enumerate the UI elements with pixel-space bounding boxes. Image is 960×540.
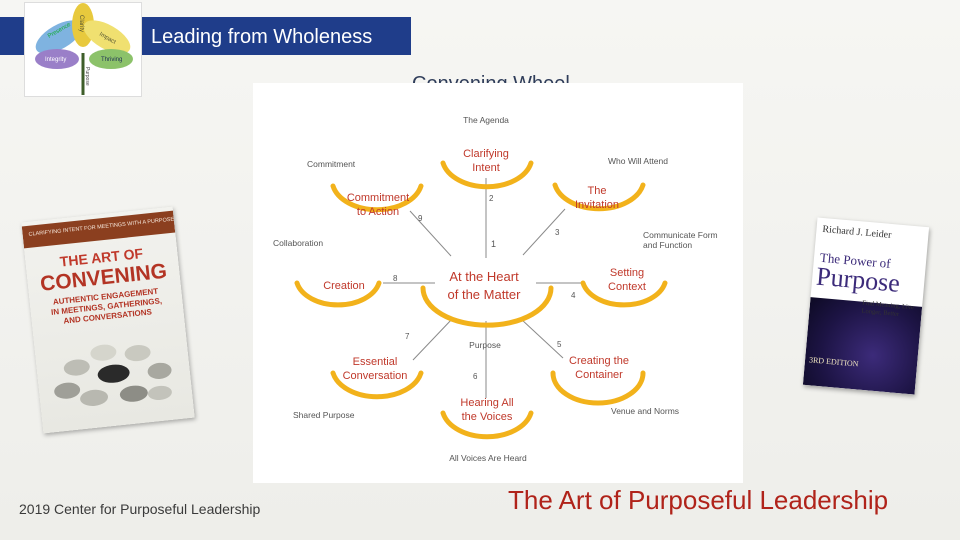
book-power-of-purpose: Richard J. Leider The Power of Purpose F… [802,217,930,395]
wheel-arcs [294,160,668,440]
label-agenda: The Agenda [463,115,509,125]
node-number: 5 [557,340,562,349]
label-commitment: Commitment [307,159,356,169]
logo-petal-label: Thriving [101,57,122,63]
node-container-line2: Container [575,369,623,381]
node-commitment-line1: Commitment [347,192,409,204]
node-clarifying-intent-line2: Intent [472,162,500,174]
label-communicate-1: Communicate Form [643,230,718,240]
stones-circle-icon [54,344,172,406]
book-author: Richard J. Leider [822,223,892,241]
node-voices-line2: the Voices [462,411,513,423]
node-voices-line1: Hearing All [460,397,513,409]
node-container-line1: Creating the [569,355,629,367]
node-number: 6 [473,372,478,381]
node-essential-line2: Conversation [343,370,408,382]
wheel-spokes [383,178,583,398]
logo-petal-label: Clarity [78,15,84,32]
node-number: 4 [571,291,576,300]
logo: Presence Clarity Impact Integrity Thrivi… [24,2,142,97]
header-title: Leading from Wholeness [151,26,373,48]
book-band-text: CLARIFYING INTENT FOR MEETINGS WITH A PU… [28,213,195,238]
node-number: 7 [405,332,410,341]
book-art-of-convening: CLARIFYING INTENT FOR MEETINGS WITH A PU… [21,206,195,434]
logo-stem-label: Purpose [84,67,90,86]
node-clarifying-intent-line1: Clarifying [463,148,509,160]
center-number: 1 [491,239,496,249]
label-venue: Venue and Norms [611,406,679,416]
label-communicate-2: and Function [643,240,692,250]
node-number: 3 [555,228,560,237]
node-creation-line1: Creation [323,280,365,292]
footer-slide-title: The Art of Purposeful Leadership [508,485,889,515]
node-number: 8 [393,274,398,283]
label-collaboration: Collaboration [273,238,323,248]
node-setting-context-line1: Setting [610,267,644,279]
book-title-line2: Purpose [815,261,902,298]
node-setting-context-line2: Context [608,281,646,293]
logo-flower-icon: Presence Clarity Impact Integrity Thrivi… [35,3,133,95]
node-essential-line1: Essential [353,356,398,368]
node-invitation-line1: The [588,185,607,197]
label-attend: Who Will Attend [608,156,668,166]
logo-petal-label: Integrity [45,57,66,63]
center-node-line2: of the Matter [448,287,522,302]
node-commitment-line2: to Action [357,206,399,218]
book-band: CLARIFYING INTENT FOR MEETINGS WITH A PU… [21,210,195,249]
footer-copyright: 2019 Center for Purposeful Leadership [19,501,261,517]
label-voices: All Voices Are Heard [449,453,527,463]
node-number: 9 [418,214,423,223]
label-purpose: Purpose [469,340,501,350]
node-invitation-line2: Invitation [575,199,619,211]
convening-wheel-diagram: At the Heart of the Matter 1 Clarifying … [253,83,743,483]
center-node-line1: At the Heart [449,269,519,284]
node-number: 2 [489,194,494,203]
label-shared-purpose: Shared Purpose [293,410,355,420]
